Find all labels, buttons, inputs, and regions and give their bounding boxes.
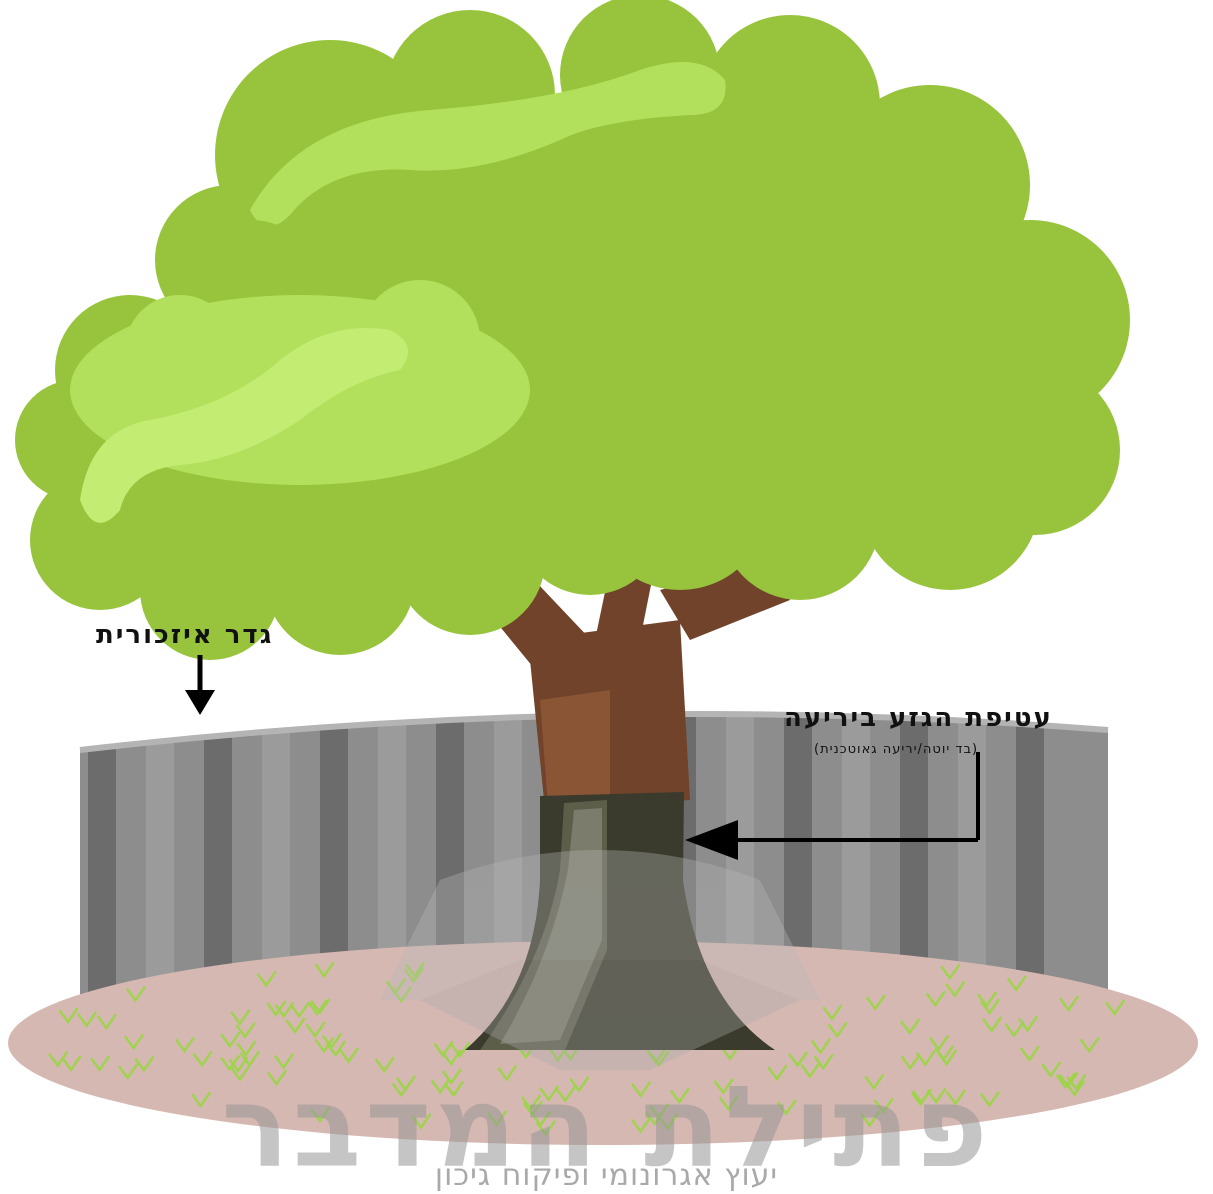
fence-label: גדר איזכורית	[96, 620, 273, 650]
fence-arrow	[185, 655, 215, 715]
trunk-highlight	[540, 690, 610, 805]
trunk-wrap-label: עטיפת הגזע ביריעה	[784, 703, 1053, 733]
watermark-tagline: יעוץ אגרונומי ופיקוח גיכון	[0, 1158, 1213, 1193]
tree-canopy	[15, 0, 1130, 660]
fence-stripe	[1016, 700, 1044, 1000]
trunk-wrap-note: (בד יוטה/יריעה גאוטכנית)	[814, 742, 978, 757]
fence-stripe	[204, 700, 232, 1000]
fence-stripe	[262, 700, 290, 1000]
